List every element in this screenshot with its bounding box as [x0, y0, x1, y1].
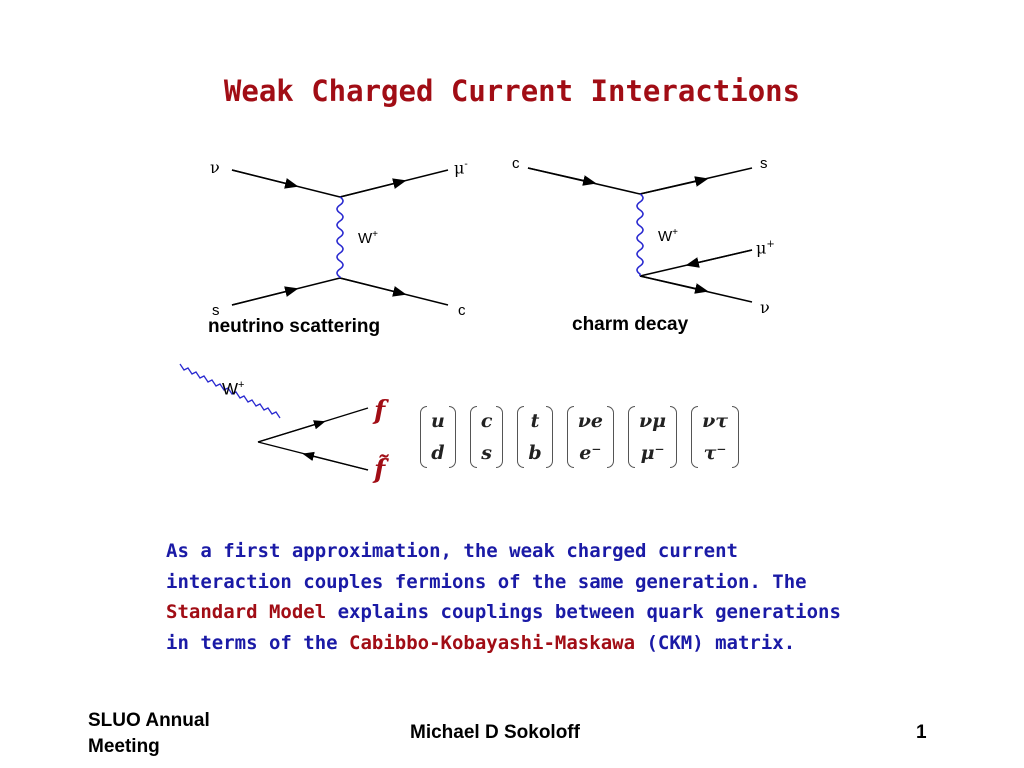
standard-model-term: Standard Model: [166, 601, 327, 623]
ckm-term: Cabibbo-Kobayashi-Maskawa: [349, 631, 636, 654]
c-quark-label: c: [512, 155, 520, 172]
footer-event: SLUO Annual Meeting: [88, 710, 210, 757]
c-quark-label: c: [458, 302, 466, 319]
w-boson-line: [336, 196, 344, 278]
fermion-label: f: [374, 396, 386, 426]
w-boson-line: [179, 363, 281, 419]
slide-title: Weak Charged Current Interactions: [223, 74, 801, 108]
antifermion-label: f̃: [374, 455, 386, 485]
w-boson-line: [636, 193, 644, 276]
page-number: 1: [916, 722, 927, 743]
muon-label: μ-: [454, 158, 468, 178]
body-paragraph: As a first approximation, the weak charg…: [166, 540, 841, 654]
s-quark-label: s: [212, 302, 220, 319]
w-boson-label: W+: [358, 229, 379, 247]
footer-author: Michael D Sokoloff: [410, 722, 580, 743]
antimuon-label: μ+: [756, 238, 775, 258]
charm-decay-caption: charm decay: [572, 314, 689, 335]
w-boson-label: W+: [222, 379, 245, 399]
nu-label: ν: [760, 298, 770, 317]
nu-label: ν: [210, 158, 220, 177]
w-boson-label: W+: [658, 227, 679, 245]
neutrino-scattering-caption: neutrino scattering: [208, 316, 381, 337]
s-quark-label: s: [760, 155, 768, 172]
